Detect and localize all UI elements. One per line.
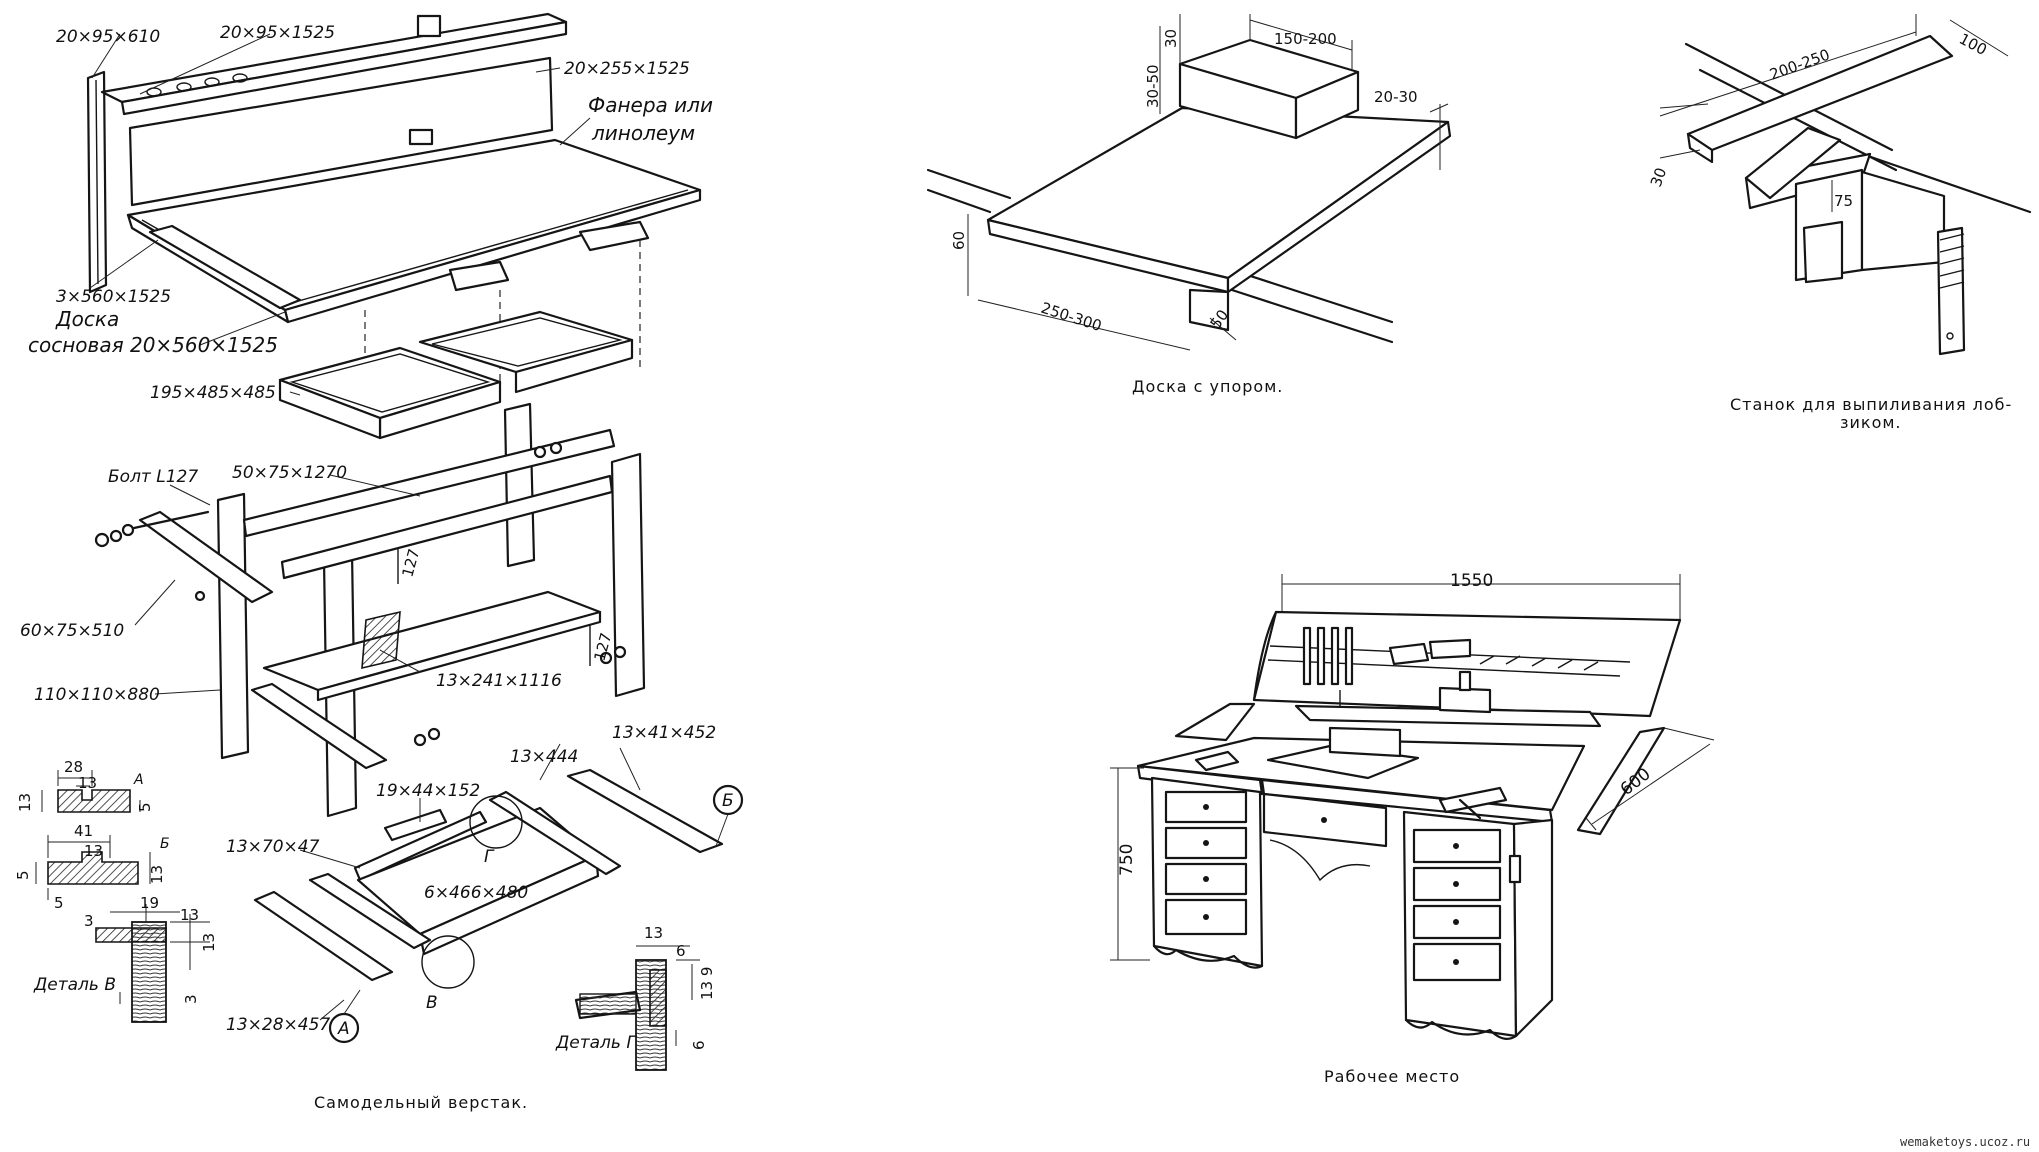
bolt-group	[94, 441, 627, 747]
drawer-rail-b	[566, 768, 724, 854]
label-pine-board: сосновая 20×560×1525	[28, 333, 278, 357]
label-linoleum: линолеум	[591, 121, 695, 145]
detail-g-name: Деталь Г	[555, 1033, 637, 1053]
stop-dim-len: 250-300	[1039, 299, 1104, 335]
detail-v-name: Деталь В	[33, 975, 116, 995]
dim-127a: 127	[398, 547, 423, 579]
label-shelf: 13×241×1116	[436, 671, 562, 691]
back-panel	[128, 56, 554, 207]
drawer-part-front	[353, 810, 488, 882]
profile-a	[41, 770, 141, 813]
detail-g-6a: 6	[676, 942, 686, 960]
stop-dim-thick: 60	[950, 231, 968, 250]
leg-back-right	[610, 452, 646, 698]
label-drawer-box: 195×485×485	[150, 383, 276, 403]
detail-g-139: 13 9	[698, 967, 716, 1000]
label-bolt: Болт L127	[108, 467, 198, 487]
workplace-drawing	[1110, 574, 1715, 1041]
stop-dim-height: 30-50	[1144, 64, 1162, 108]
label-d4: 13×70×47	[226, 837, 320, 857]
label-sheet: 3×560×1525	[56, 287, 171, 307]
profile-b-side: 5	[14, 870, 32, 880]
label-doska: Доска	[55, 307, 119, 331]
detail-v-3a: 3	[84, 912, 94, 930]
detail-v-3b: 3	[182, 994, 200, 1004]
leg-front-left	[216, 492, 250, 760]
detail-circle-v	[421, 935, 475, 989]
detail-circle-g	[469, 795, 523, 849]
bench-vise	[1438, 786, 1508, 814]
profile-a-width: 28	[64, 758, 83, 776]
label-d3: 19×44×152	[376, 781, 480, 801]
detail-v-19: 19	[140, 894, 159, 912]
profile-b-letter: Б	[160, 836, 170, 852]
workbench-drawing	[35, 12, 744, 1071]
profile-a-inner: 13	[78, 774, 97, 792]
detail-v-13a: 13	[180, 906, 199, 924]
drawer-side-right	[488, 790, 622, 876]
stop-dim-gap: 30	[1162, 29, 1180, 48]
watermark: wemaketoys.ucoz.ru	[1900, 1135, 2030, 1149]
jigsaw-dim-thick: 30	[1647, 165, 1670, 189]
caption-jigsaw-1: Станок для выпиливания лоб-	[1730, 395, 2012, 414]
drawer-side-left	[253, 890, 394, 982]
workplace-dim-width: 1550	[1450, 571, 1493, 591]
label-cross: 60×75×510	[20, 621, 124, 641]
jigsaw-dim-w: 100	[1956, 30, 1990, 59]
label-top-board: 20×95×610	[56, 27, 160, 47]
tool-rack	[1302, 626, 1599, 686]
jigsaw-dim-h: 75	[1834, 192, 1853, 210]
jigsaw-drawing	[1659, 14, 2032, 356]
left-drawers	[1164, 790, 1248, 936]
profile-b	[35, 835, 151, 900]
right-drawers	[1412, 828, 1502, 982]
tag-g: Г	[484, 847, 495, 867]
caption-workbench: Самодельный верстак.	[314, 1093, 528, 1112]
leg-back-left	[503, 402, 536, 568]
tag-a: А	[337, 1019, 350, 1039]
tag-v: В	[426, 993, 438, 1013]
stop-dim-top: 150-200	[1274, 30, 1337, 48]
profile-a-height: 13	[16, 793, 34, 812]
detail-g	[574, 945, 700, 1071]
ship-model	[1294, 704, 1602, 728]
label-back-rail: 20×95×1525	[220, 23, 335, 43]
jigsaw-dim-len: 200-250	[1767, 45, 1832, 83]
label-rail: 50×75×1270	[232, 463, 347, 483]
label-plywood: Фанера или	[588, 93, 713, 117]
profile-a-side: 5	[136, 802, 154, 812]
tag-b: Б	[722, 791, 734, 811]
stop-board-drawing	[926, 14, 1452, 351]
cross-piece	[138, 510, 274, 604]
long-rail-top	[242, 428, 616, 538]
caption-workplace: Рабочее место	[1324, 1067, 1460, 1086]
detail-g-6b: 6	[690, 1040, 708, 1050]
label-d2: 13×41×452	[612, 723, 716, 743]
caption-stop-board: Доска с упором.	[1132, 377, 1283, 396]
profile-b-width: 41	[74, 822, 93, 840]
profile-a-letter: А	[133, 772, 144, 788]
workplace-dim-height: 750	[1117, 844, 1137, 876]
stop-dim-side: 20-30	[1374, 88, 1418, 106]
detail-v	[95, 904, 210, 1023]
profile-b-height: 13	[148, 865, 166, 884]
detail-g-13: 13	[644, 924, 663, 942]
label-back-panel: 20×255×1525	[564, 59, 690, 79]
profile-b-inner: 13	[84, 842, 103, 860]
profile-b-bottom: 5	[54, 894, 64, 912]
detail-v-13b: 13	[200, 933, 218, 952]
label-leg: 110×110×880	[34, 685, 160, 705]
label-d5: 6×466×480	[424, 883, 528, 903]
caption-jigsaw-2: зиком.	[1840, 413, 1902, 432]
label-d6: 13×28×457	[226, 1015, 330, 1035]
board-top	[986, 106, 1450, 280]
small-block	[383, 808, 448, 842]
label-d1: 13×444	[510, 747, 578, 767]
